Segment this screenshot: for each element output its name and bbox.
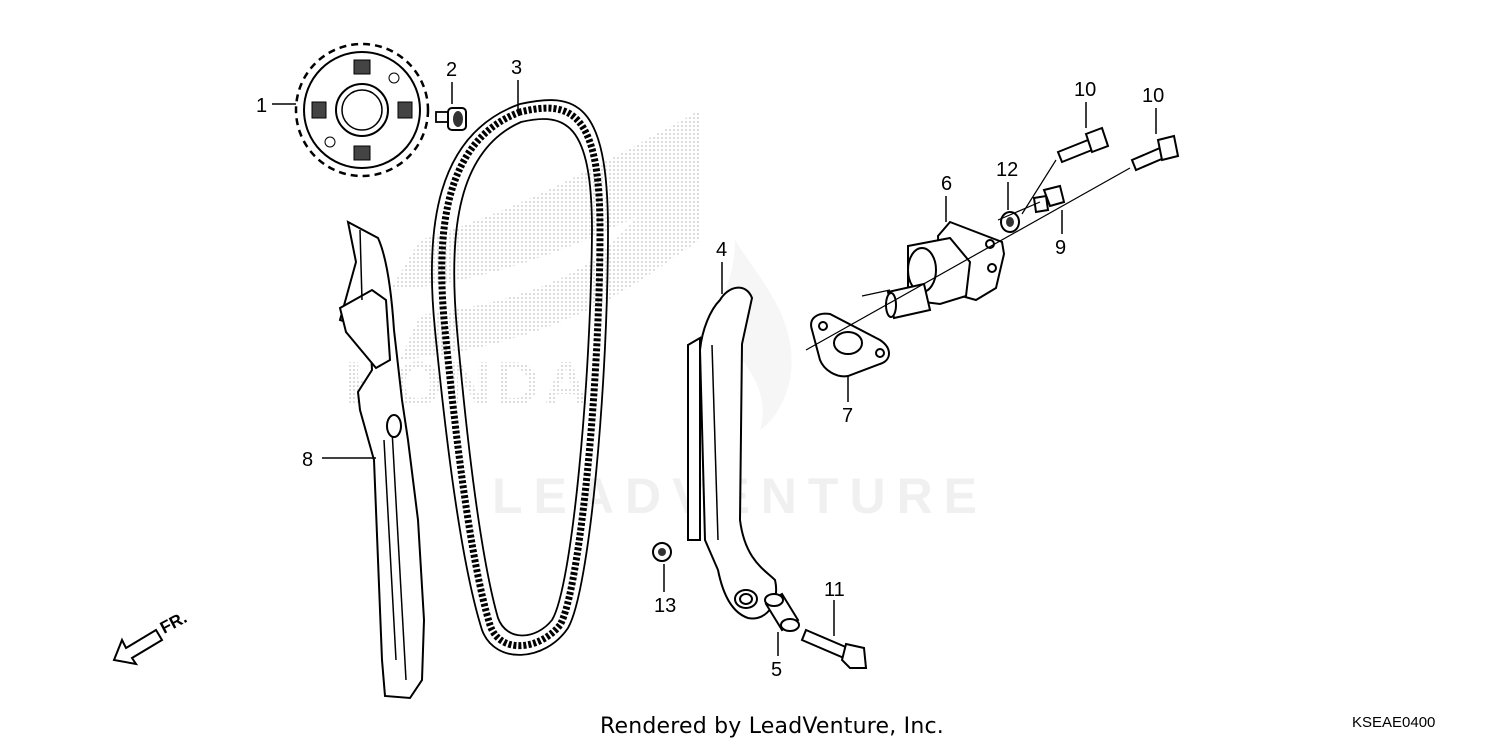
assembly-lines [805, 159, 1131, 351]
tensioner-lifter-part-6 [885, 220, 1006, 320]
bolt-part-9 [1032, 184, 1066, 214]
front-label: FR. [157, 608, 190, 638]
collar-part-5 [764, 592, 800, 632]
tensioner-slider [338, 220, 426, 700]
callout-8: 8 [302, 449, 313, 471]
cam-sprocket [294, 42, 430, 178]
wing-logo-watermark [390, 110, 700, 360]
cam-chain [430, 99, 609, 656]
callout-9: 9 [1055, 237, 1066, 259]
callout-10-right: 10 [1142, 85, 1164, 107]
leader-lines [272, 80, 1157, 656]
washer-part-13 [652, 542, 672, 562]
chain-guide [687, 286, 778, 620]
callout-5: 5 [771, 659, 782, 681]
callout-3: 3 [511, 57, 522, 79]
callout-11: 11 [824, 579, 845, 601]
bolt-part-11 [800, 628, 868, 669]
callout-10-left: 10 [1074, 79, 1096, 101]
bolt-part-10-right [1130, 134, 1180, 172]
callout-13: 13 [654, 595, 676, 617]
front-indicator: FR. [112, 608, 190, 666]
arrow-left-down-icon [112, 628, 164, 666]
callout-1: 1 [256, 95, 267, 117]
diagram-code: KSEAE0400 [1352, 714, 1436, 731]
bolt-part-10-left [1056, 126, 1110, 164]
footer-credit: Rendered by LeadVenture, Inc. [600, 714, 944, 739]
bolt-part-2 [435, 107, 467, 131]
callout-6: 6 [941, 173, 952, 195]
callout-7: 7 [842, 405, 853, 427]
callout-4: 4 [716, 239, 727, 261]
gasket-part-7 [810, 312, 890, 378]
callout-2: 2 [446, 59, 457, 81]
callout-12: 12 [996, 159, 1018, 181]
